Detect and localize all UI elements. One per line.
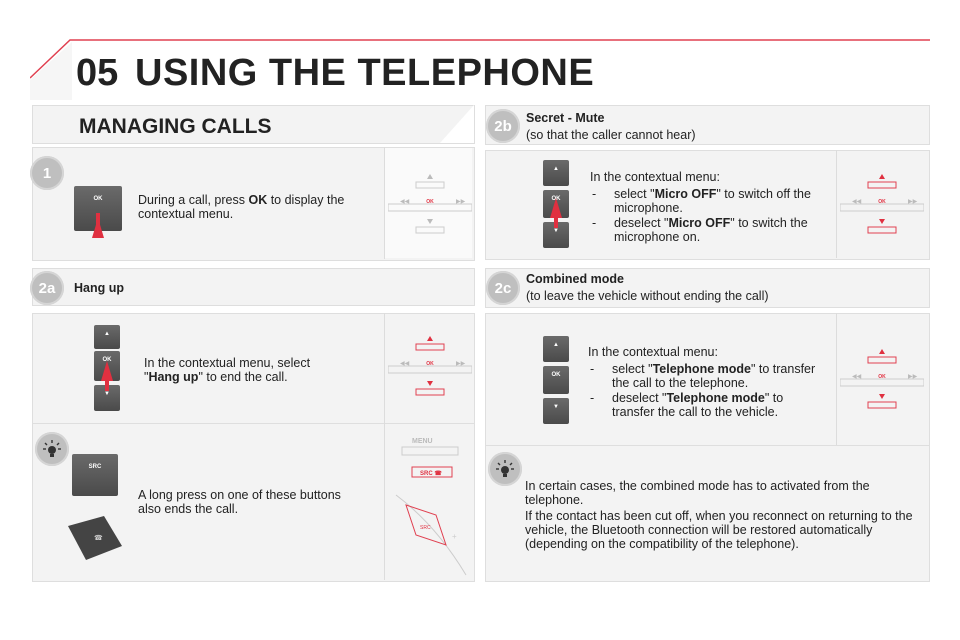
step-badge-2b: 2b xyxy=(486,109,520,143)
down-button-illustration: ▼ xyxy=(543,398,569,424)
up-button-illustration: ▲ xyxy=(543,160,569,186)
step-badge-2a: 2a xyxy=(30,271,64,305)
step-badge-2c: 2c xyxy=(486,271,520,305)
step2b-item: - select "Micro OFF" to switch off the m… xyxy=(592,187,811,215)
svg-text:+: + xyxy=(452,532,457,541)
step2c-subtitle: (to leave the vehicle without ending the… xyxy=(526,289,769,303)
tip-lightbulb-icon xyxy=(35,432,69,466)
svg-text:OK: OK xyxy=(878,199,886,205)
steering-wheel-src-diagram: MENU SRC ☎ SRC + xyxy=(395,438,467,576)
ok-button-illustration: OK xyxy=(543,366,569,394)
ok-label: OK xyxy=(93,196,103,202)
svg-text:SRC ☎: SRC ☎ xyxy=(420,470,442,477)
svg-text:☎: ☎ xyxy=(94,534,103,542)
phone-button-illustration: ☎ xyxy=(68,516,122,560)
step2a-text: In the contextual menu, select "Hang up"… xyxy=(144,356,311,384)
up-button-illustration: ▲ xyxy=(94,325,120,349)
svg-text:◀◀: ◀◀ xyxy=(400,199,410,205)
step1-text: During a call, press OK to display the c… xyxy=(138,193,345,221)
svg-text:◀◀: ◀◀ xyxy=(852,374,862,380)
step2c-item: - select "Telephone mode" to transfer th… xyxy=(590,362,816,390)
left-tip-panel xyxy=(32,423,475,582)
right-tip-p2: If the contact has been cut off, when yo… xyxy=(525,509,913,551)
svg-text:MENU: MENU xyxy=(412,438,433,445)
src-button-illustration: SRC xyxy=(72,454,118,496)
svg-text:OK: OK xyxy=(426,199,434,205)
step2b-subtitle: (so that the caller cannot hear) xyxy=(526,128,696,142)
step2b-item: - deselect "Micro OFF" to switch the mic… xyxy=(592,216,808,244)
svg-text:◀◀: ◀◀ xyxy=(852,199,862,205)
svg-text:▶▶: ▶▶ xyxy=(908,199,918,205)
header-frame xyxy=(30,39,930,100)
left-tip-text: A long press on one of these buttons als… xyxy=(138,488,341,516)
step2c-menu-intro: In the contextual menu: xyxy=(588,345,718,359)
step2b-menu-intro: In the contextual menu: xyxy=(590,170,720,184)
section-title-bar xyxy=(32,105,475,144)
step2c-item: - deselect "Telephone mode" to transfer … xyxy=(590,391,784,419)
step-badge-1: 1 xyxy=(30,156,64,190)
step2b-title: Secret - Mute xyxy=(526,111,605,125)
svg-text:SRC: SRC xyxy=(420,525,431,531)
steering-control-diagram: OK ◀◀ ▶▶ xyxy=(388,174,472,234)
step2a-bar xyxy=(32,268,475,306)
right-tip-panel xyxy=(485,445,930,582)
svg-text:▶▶: ▶▶ xyxy=(456,361,466,367)
step2c-bar xyxy=(485,268,930,308)
section-corner xyxy=(440,105,474,143)
step2c-title: Combined mode xyxy=(526,272,624,286)
svg-text:◀◀: ◀◀ xyxy=(400,361,410,367)
step2a-label: Hang up xyxy=(74,281,124,295)
steering-control-diagram: OK ◀◀ ▶▶ xyxy=(840,174,924,234)
svg-text:▶▶: ▶▶ xyxy=(456,199,466,205)
svg-text:▶▶: ▶▶ xyxy=(908,374,918,380)
page-title: USING THE TELEPHONE xyxy=(135,52,595,94)
right-tip-p1: In certain cases, the combined mode has … xyxy=(525,479,870,507)
steering-control-diagram: OK ◀◀ ▶▶ xyxy=(840,349,924,409)
tip-lightbulb-icon xyxy=(488,452,522,486)
section-title: MANAGING CALLS xyxy=(79,115,272,138)
chapter-number: 05 xyxy=(76,52,119,94)
up-button-illustration: ▲ xyxy=(543,336,569,362)
svg-text:OK: OK xyxy=(426,361,434,367)
svg-text:OK: OK xyxy=(878,374,886,380)
step2b-bar xyxy=(485,105,930,145)
steering-control-diagram: OK ◀◀ ▶▶ xyxy=(388,336,472,396)
